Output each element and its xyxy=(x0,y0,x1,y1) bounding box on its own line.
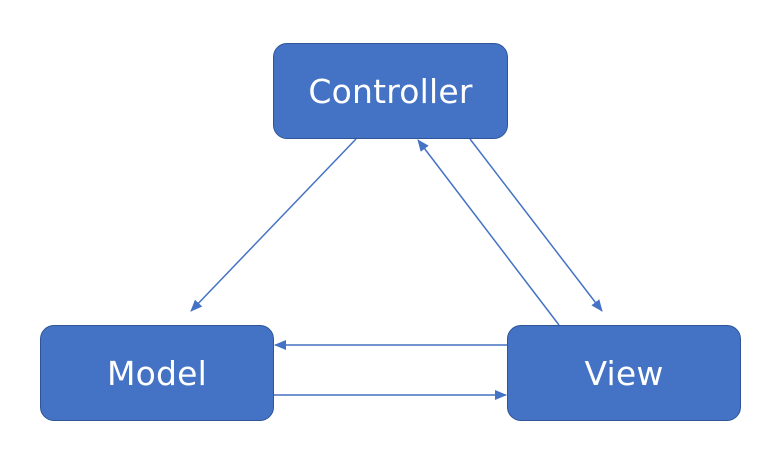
arrow-controller-to-model xyxy=(190,138,357,312)
view-node: View xyxy=(507,325,741,421)
model-node: Model xyxy=(40,325,274,421)
model-label: Model xyxy=(106,353,208,393)
arrow-view-to-controller xyxy=(417,139,560,326)
view-label: View xyxy=(584,353,664,393)
arrow-controller-to-view xyxy=(469,138,603,312)
controller-node: Controller xyxy=(273,43,508,139)
controller-label: Controller xyxy=(308,71,473,111)
